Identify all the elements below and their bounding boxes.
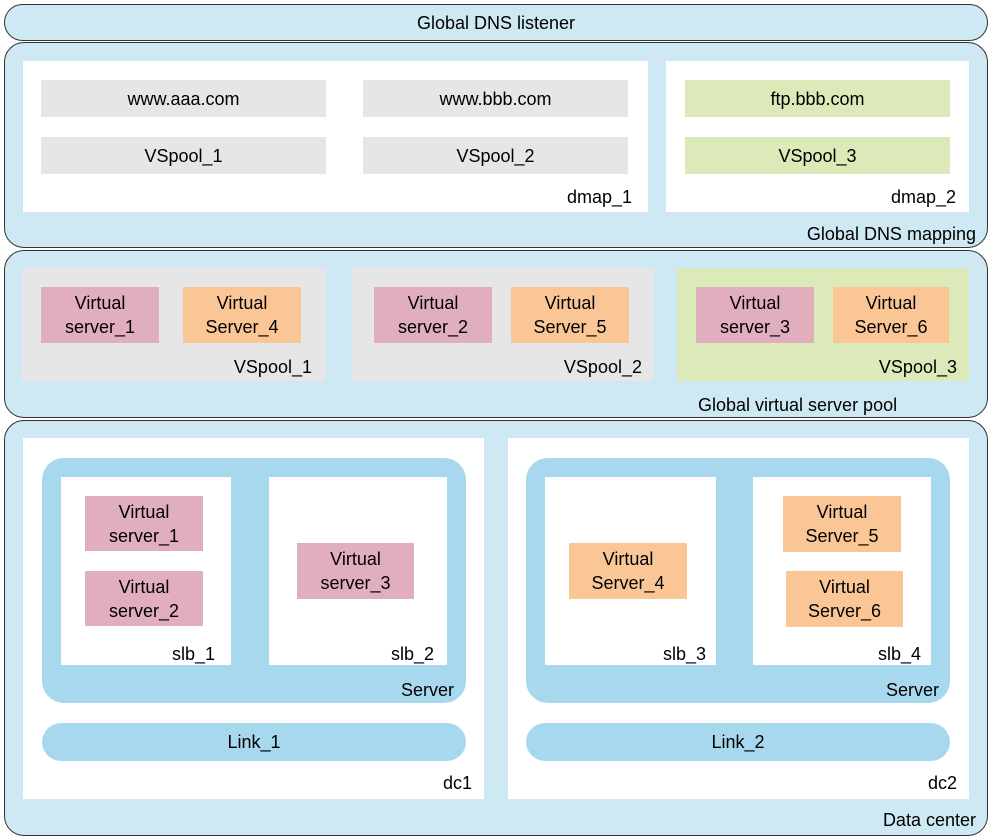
virtual-server-line: Virtual: [865, 293, 917, 313]
virtual-server-line: Virtual: [216, 293, 268, 313]
link-2: Link_2: [526, 723, 950, 761]
virtual-server-line: Server_6: [854, 317, 928, 337]
global-virtual-server-pool-label: Global virtual server pool: [698, 395, 898, 415]
global-dns-mapping-label: Global DNS mapping: [806, 224, 976, 244]
link-1: Link_1: [42, 723, 466, 761]
virtual-server-line: Server_4: [205, 317, 279, 337]
virtual-server-box: Virtual Server_4: [569, 543, 687, 599]
vspool-3-label: VSpool_3: [878, 357, 957, 377]
dmap-2-label: dmap_2: [890, 187, 956, 207]
virtual-server-line: Server_5: [805, 526, 879, 546]
slb-3-label: slb_3: [662, 644, 706, 664]
virtual-server-line: Server_5: [533, 317, 607, 337]
global-dns-listener-label: Global DNS listener: [416, 12, 576, 33]
virtual-server-line: server_1: [108, 525, 180, 546]
virtual-server-line: server_3: [320, 573, 391, 593]
pool-reference-box: VSpool_3: [685, 137, 950, 174]
server-label: Server: [885, 680, 939, 700]
domain-box: www.aaa.com: [41, 80, 326, 117]
vspool-1-label: VSpool_1: [233, 357, 312, 377]
vspool-2-label: VSpool_2: [563, 357, 642, 377]
virtual-server-line: Server_6: [807, 601, 882, 621]
virtual-server-box: Virtual Server_6: [833, 287, 949, 343]
pool-reference-box: VSpool_2: [363, 137, 628, 174]
slb-4-label: slb_4: [877, 644, 921, 664]
virtual-server-line: Virtual: [118, 501, 170, 522]
virtual-server-box: Virtual server_2: [85, 571, 203, 626]
virtual-server-box: Virtual server_1: [85, 496, 203, 551]
dc2-label: dc2: [927, 773, 957, 793]
virtual-server-box: Virtual Server_5: [783, 496, 901, 552]
dc1-label: dc1: [442, 773, 472, 793]
virtual-server-line: Virtual: [729, 293, 781, 313]
pool-reference-box: VSpool_1: [41, 137, 326, 174]
virtual-server-box: Virtual server_3: [696, 287, 814, 343]
domain-box: ftp.bbb.com: [685, 80, 950, 117]
virtual-server-box: Virtual Server_4: [183, 287, 301, 343]
virtual-server-line: server_1: [64, 317, 136, 337]
virtual-server-line: Virtual: [118, 576, 170, 597]
virtual-server-line: Virtual: [330, 549, 381, 569]
virtual-server-line: Virtual: [602, 549, 654, 569]
virtual-server-box: Virtual Server_6: [786, 571, 903, 627]
virtual-server-line: Virtual: [819, 577, 870, 597]
virtual-server-line: Virtual: [816, 502, 868, 522]
virtual-server-line: server_2: [108, 600, 180, 621]
global-dns-listener: Global DNS listener: [4, 4, 988, 41]
virtual-server-line: Server_4: [591, 573, 665, 593]
virtual-server-line: Virtual: [544, 293, 596, 313]
server-label: Server: [400, 680, 454, 700]
virtual-server-line: Virtual: [74, 293, 126, 313]
virtual-server-box: Virtual server_1: [41, 287, 159, 343]
slb-2-label: slb_2: [390, 644, 434, 664]
dmap-1-label: dmap_1: [566, 187, 632, 207]
virtual-server-line: server_2: [397, 317, 469, 337]
data-center-label: Data center: [882, 810, 976, 830]
virtual-server-box: Virtual server_2: [374, 287, 492, 343]
domain-box: www.bbb.com: [363, 80, 628, 117]
slb-1-label: slb_1: [171, 644, 215, 664]
virtual-server-box: Virtual server_3: [297, 543, 414, 599]
virtual-server-line: Virtual: [407, 293, 459, 313]
virtual-server-box: Virtual Server_5: [511, 287, 629, 343]
virtual-server-line: server_3: [719, 317, 791, 337]
